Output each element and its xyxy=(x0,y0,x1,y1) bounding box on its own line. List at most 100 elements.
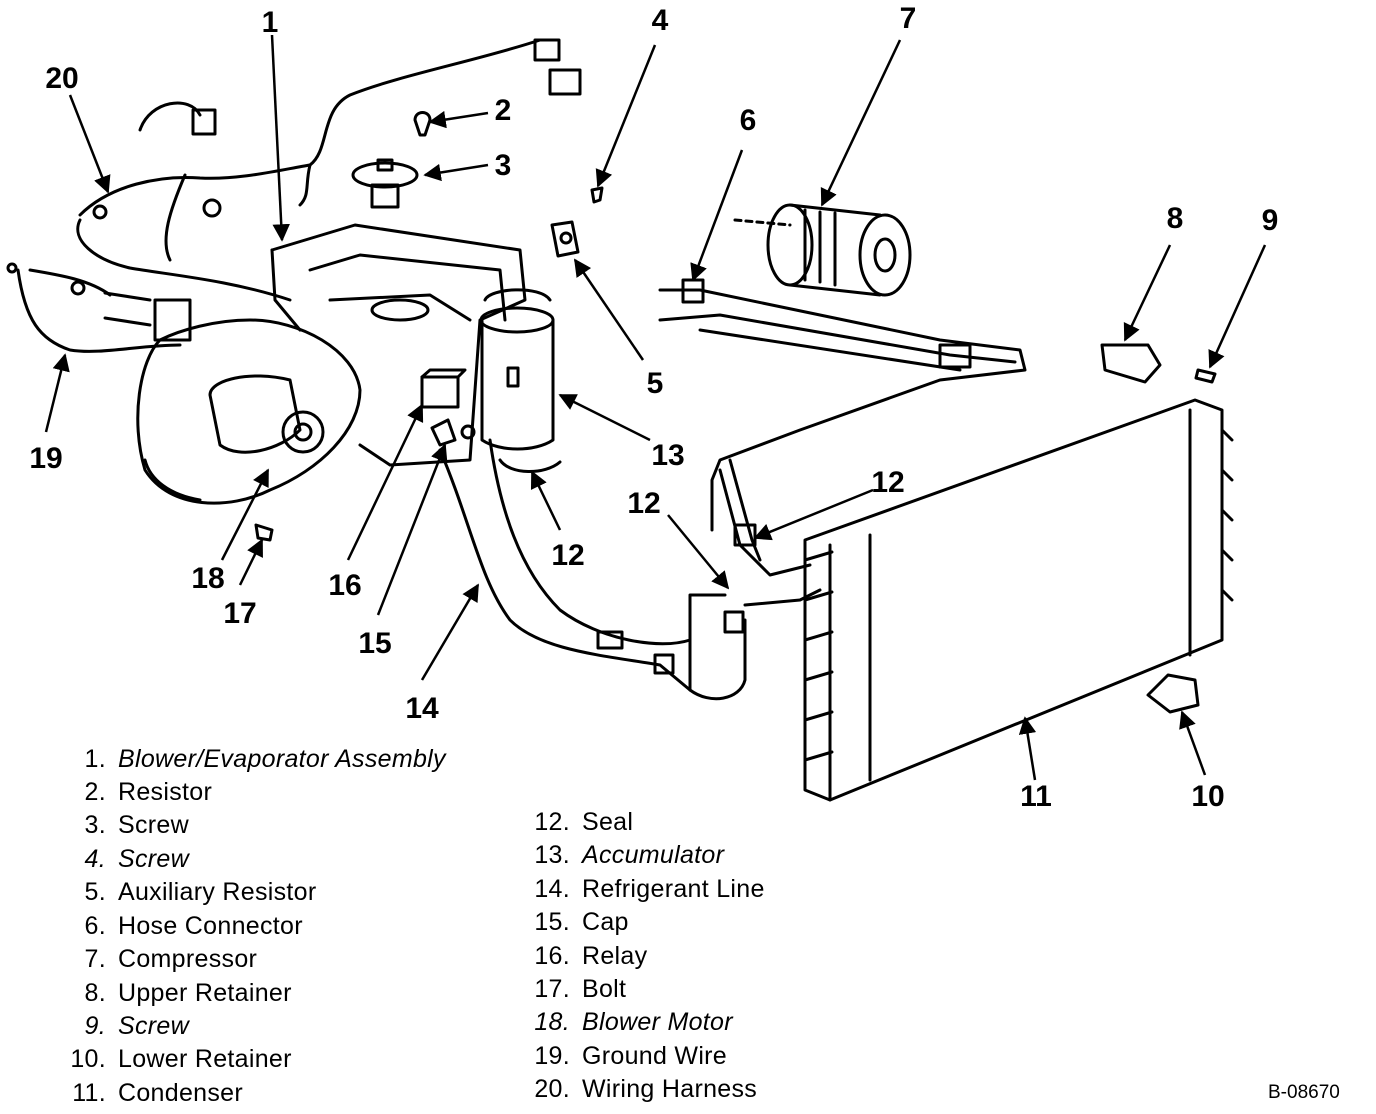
legend-label: Accumulator xyxy=(582,841,725,869)
condenser xyxy=(803,398,1234,802)
legend-label: Hose Connector xyxy=(118,912,303,940)
callout-7: 7 xyxy=(900,2,917,35)
callout-16: 16 xyxy=(328,569,361,602)
callout-20: 20 xyxy=(45,62,78,95)
leader-9 xyxy=(1208,244,1267,369)
callout-15: 15 xyxy=(358,627,391,660)
legend-label: Relay xyxy=(582,942,648,970)
figure-code: B-08670 xyxy=(1268,1082,1340,1103)
legend-number: 2. xyxy=(84,778,106,806)
legend-label: Screw xyxy=(118,845,189,873)
legend-number: 12. xyxy=(534,808,570,836)
leader-19 xyxy=(44,353,70,433)
callout-9: 9 xyxy=(1262,204,1279,237)
leader-2 xyxy=(428,110,489,129)
callout-17: 17 xyxy=(223,597,256,630)
hose-lines xyxy=(658,278,1027,607)
accumulator xyxy=(479,288,562,473)
callout-3: 3 xyxy=(495,149,512,182)
leader-4 xyxy=(595,44,657,188)
refrigerant-line xyxy=(438,438,747,701)
legend-label: Cap xyxy=(582,908,629,936)
legend-number: 9. xyxy=(84,1012,106,1040)
legend-number: 4. xyxy=(84,845,106,873)
cap xyxy=(430,418,476,447)
legend-number: 7. xyxy=(84,945,106,973)
leader-8 xyxy=(1123,244,1172,342)
legend-label: Auxiliary Resistor xyxy=(118,878,317,906)
callout-12a: 12 xyxy=(871,466,904,499)
legend-number: 18. xyxy=(534,1008,570,1036)
legend-number: 6. xyxy=(84,912,106,940)
legend-number: 8. xyxy=(84,979,106,1007)
callout-13: 13 xyxy=(651,439,684,472)
leader-16 xyxy=(346,403,424,561)
leader-12b xyxy=(667,514,730,590)
legend-label: Refrigerant Line xyxy=(582,875,765,903)
upper-retainer xyxy=(1100,343,1162,384)
callout-12c: 12 xyxy=(551,539,584,572)
leader-18 xyxy=(220,468,270,561)
leader-14 xyxy=(420,583,480,681)
leader-17 xyxy=(238,538,264,586)
legend-label: Compressor xyxy=(118,945,258,973)
callout-18: 18 xyxy=(191,562,224,595)
legend-label: Blower Motor xyxy=(582,1008,733,1036)
callout-11: 11 xyxy=(1020,780,1052,813)
callout-14: 14 xyxy=(405,692,439,725)
legend-label: Seal xyxy=(582,808,634,836)
callout-10: 10 xyxy=(1191,780,1224,813)
legend-label: Screw xyxy=(118,1012,189,1040)
wiring-harness xyxy=(76,38,582,302)
lower-retainer xyxy=(1146,673,1200,714)
leader-5 xyxy=(573,258,645,361)
legend-label: Condenser xyxy=(118,1079,244,1107)
parts-legend-right: 12. Seal 13. Accumulator 14. Refrigerant Li… xyxy=(520,808,840,1108)
callout-5: 5 xyxy=(647,367,664,400)
legend-label: Resistor xyxy=(118,778,213,806)
bolt xyxy=(254,523,274,542)
leader-11 xyxy=(1018,716,1037,781)
leader-7 xyxy=(820,39,902,207)
legend-number: 13. xyxy=(534,841,570,869)
legend-number: 15. xyxy=(534,908,570,936)
leader-12a xyxy=(753,488,874,541)
callout-2: 2 xyxy=(495,94,512,127)
legend-number: 5. xyxy=(84,878,106,906)
callout-8: 8 xyxy=(1167,202,1184,235)
leader-20 xyxy=(68,94,111,194)
legend-number: 14. xyxy=(534,875,570,903)
leader-13 xyxy=(558,393,651,442)
auxiliary-resistor xyxy=(550,220,580,258)
screw-9 xyxy=(1194,368,1217,384)
leader-6 xyxy=(690,149,744,282)
leader-10 xyxy=(1179,710,1207,776)
callout-4: 4 xyxy=(652,4,669,37)
callout-6: 6 xyxy=(740,104,757,137)
legend-label: Bolt xyxy=(582,975,627,1003)
legend-number: 11. xyxy=(72,1079,106,1107)
callout-12b: 12 xyxy=(627,487,660,520)
screw-4 xyxy=(590,186,604,204)
ground-wire xyxy=(6,262,182,353)
relay xyxy=(420,368,467,409)
parts-legend-left: 1.Blower/Evaporator Assembly 2.Resistor … xyxy=(56,745,516,1107)
legend-number: 10. xyxy=(70,1045,106,1073)
callout-1: 1 xyxy=(262,6,279,39)
screw-3 xyxy=(351,158,419,209)
legend-number: 20. xyxy=(534,1075,570,1103)
legend-label: Upper Retainer xyxy=(118,979,292,1007)
legend-number: 19. xyxy=(534,1042,570,1070)
leader-12c xyxy=(530,470,562,531)
legend-label: Lower Retainer xyxy=(118,1045,292,1073)
resistor xyxy=(413,111,432,137)
callout-19: 19 xyxy=(29,442,62,475)
legend-label: Wiring Harness xyxy=(582,1075,758,1103)
legend-number: 16. xyxy=(534,942,570,970)
compressor xyxy=(733,203,912,297)
legend-number: 17. xyxy=(534,975,570,1003)
leader-3 xyxy=(423,163,489,182)
legend-number: 3. xyxy=(84,811,106,839)
legend-label: Blower/Evaporator Assembly xyxy=(118,745,446,773)
